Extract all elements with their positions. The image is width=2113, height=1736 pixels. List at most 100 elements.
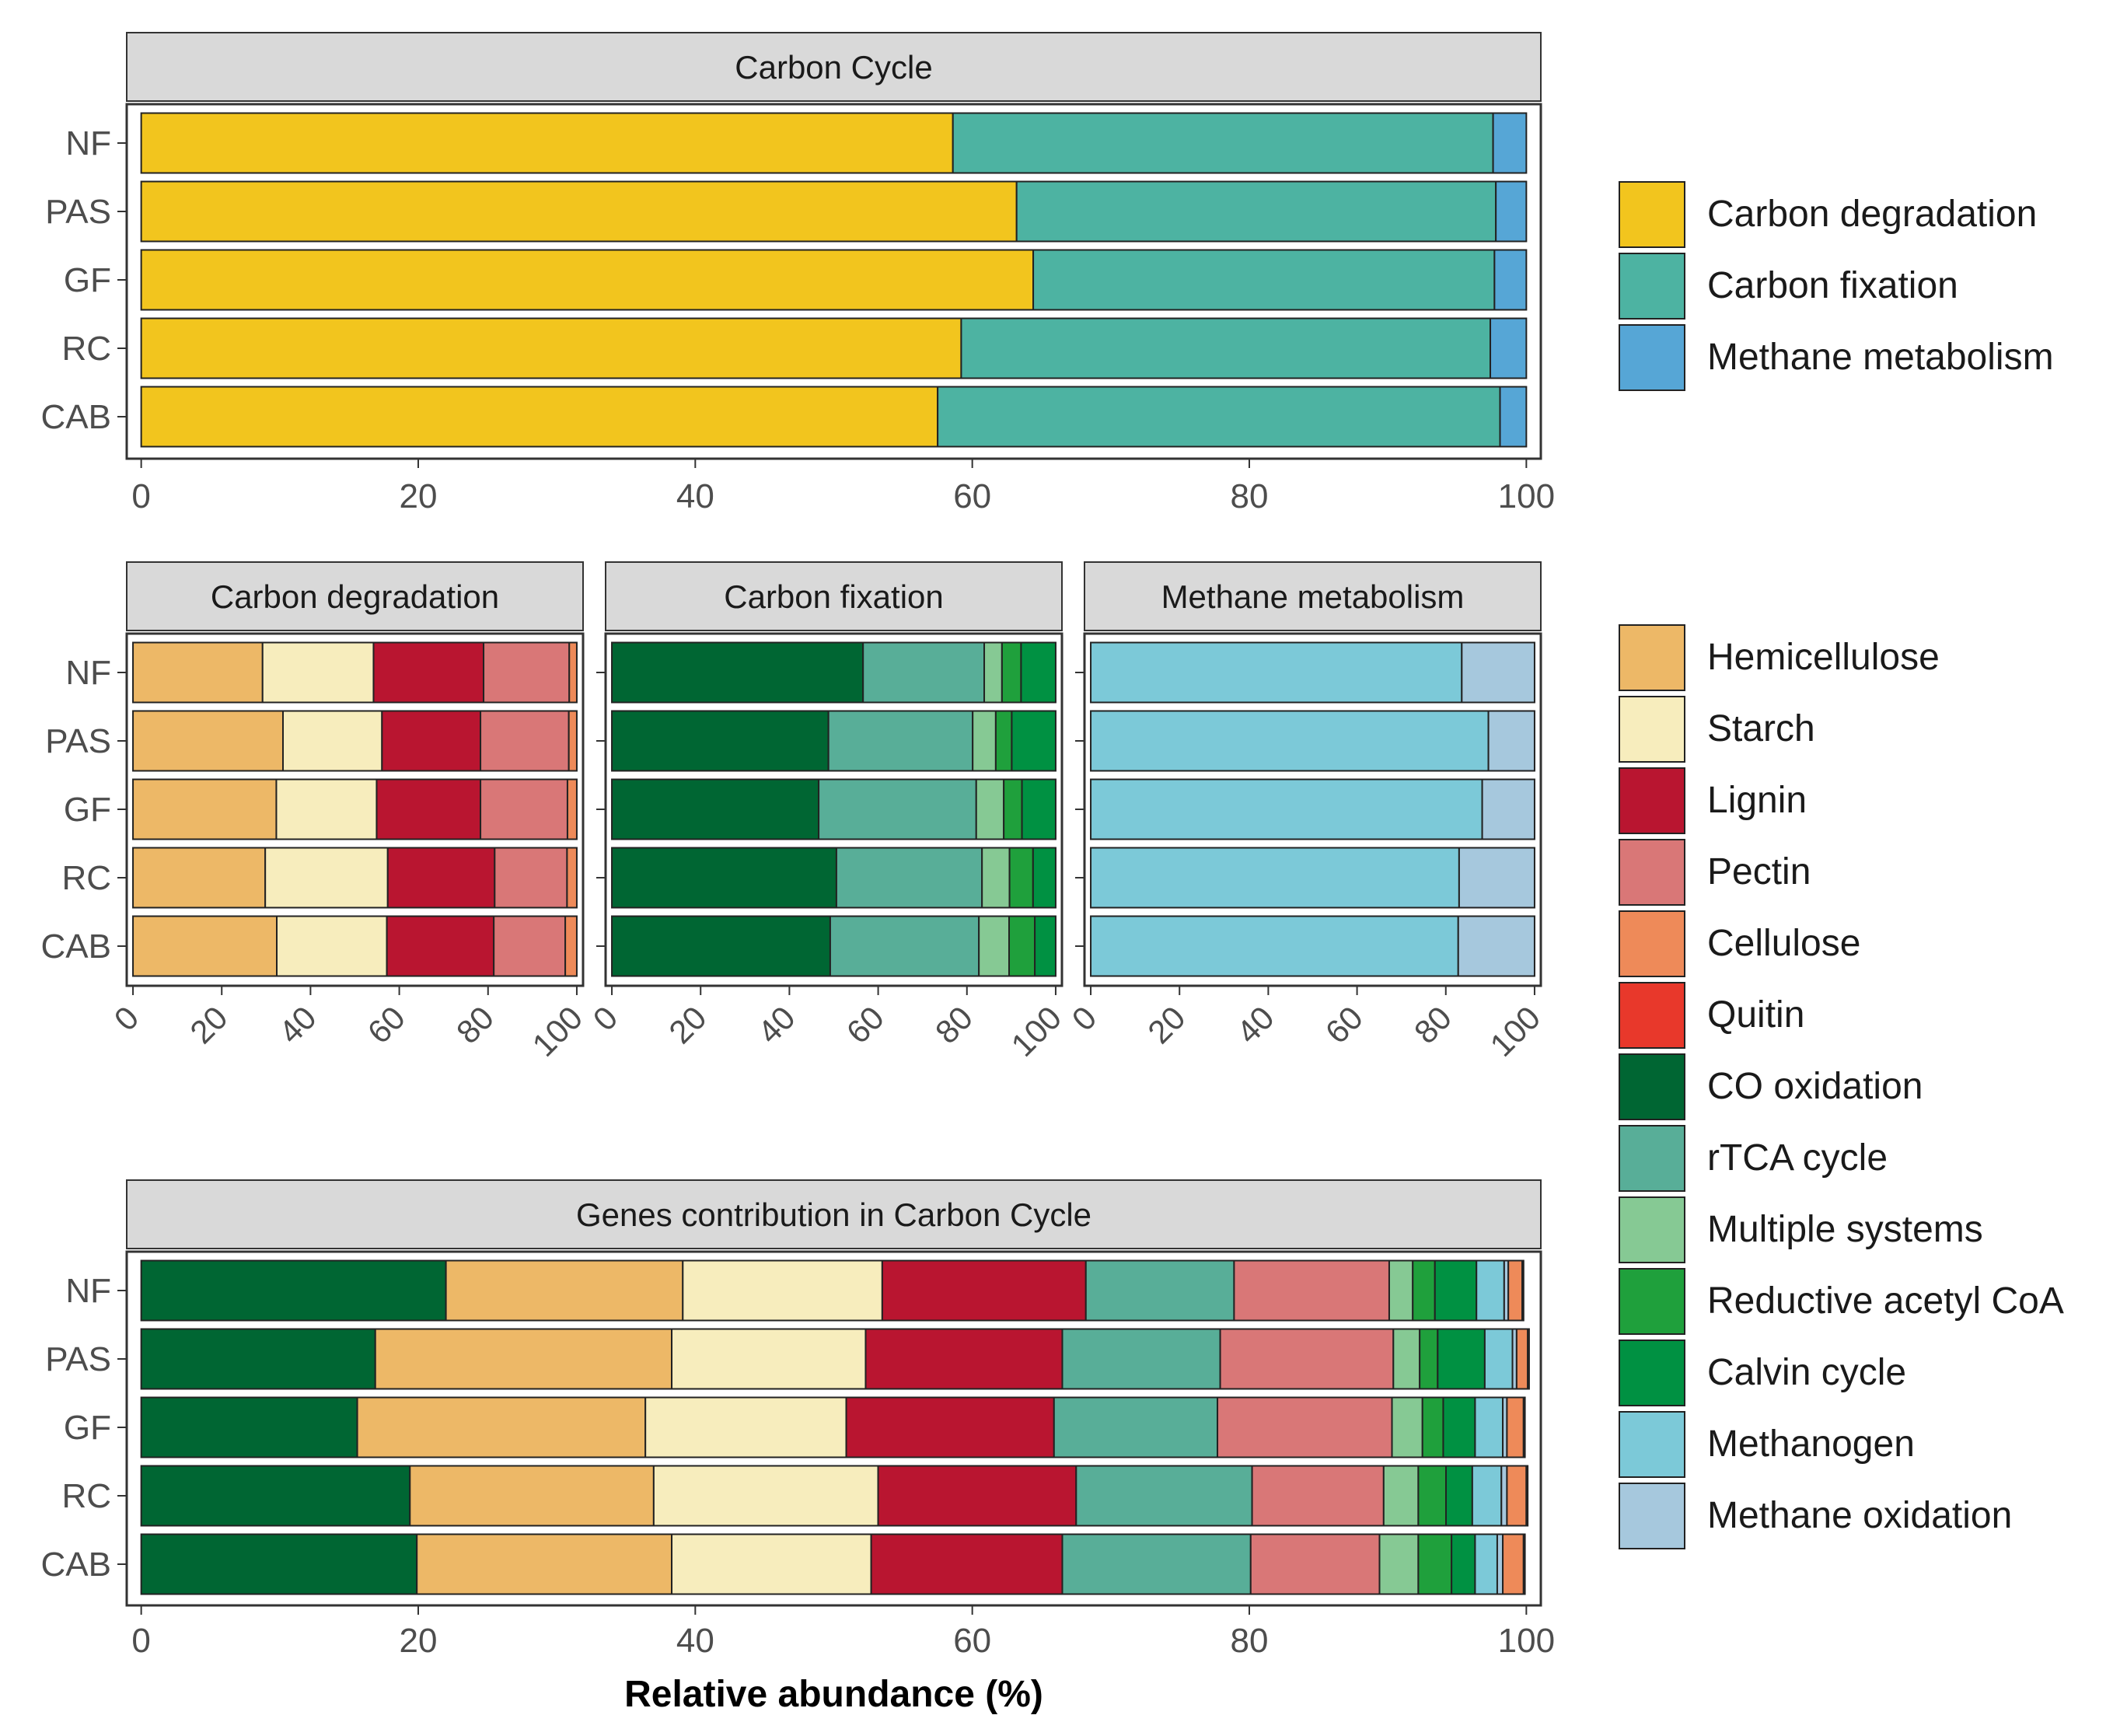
bar-nf-reductive-acetyl-coa [1001, 641, 1022, 704]
bar-rc-starch [264, 847, 389, 909]
bar-cab-cellulose [564, 915, 578, 977]
bar-rc-methanogen [1090, 847, 1460, 909]
y-tick-label: GF [64, 261, 111, 299]
bar-nf-hemicellulose [445, 1259, 684, 1322]
bar-gf-carbon-fixation [1032, 249, 1496, 311]
legend-label-cellulose: Cellulose [1707, 923, 1860, 964]
bar-pas-methane-metabolism [1495, 180, 1528, 243]
panel-genes: Genes contribution in Carbon CycleNFPASG… [41, 1179, 1555, 1715]
bar-gf-quitin [1522, 1396, 1526, 1458]
x-tick-label: 0 [131, 477, 150, 515]
bar-cab-hemicellulose [416, 1533, 673, 1595]
bar-pas-reductive-acetyl-coa [1419, 1328, 1439, 1390]
x-tick-label: 100 [1004, 999, 1069, 1064]
panel-title: Carbon Cycle [735, 49, 932, 86]
bar-gf-co-oxidation [611, 778, 820, 840]
bar-pas-rtca-cycle [1061, 1328, 1221, 1390]
x-tick-label: 60 [1318, 999, 1370, 1050]
bar-gf-hemicellulose [356, 1396, 647, 1458]
bar-pas-reductive-acetyl-coa [994, 710, 1013, 772]
bar-pas-starch [671, 1328, 867, 1390]
bar-pas-multiple-systems [972, 710, 997, 772]
legend-swatch-methanogen [1619, 1411, 1685, 1478]
bar-rc-cellulose [566, 847, 578, 909]
bar-rc-lignin [386, 847, 496, 909]
panel-title: Carbon degradation [211, 578, 499, 615]
legend-label-hemicellulose: Hemicellulose [1707, 637, 1940, 678]
bar-nf-calvin-cycle [1020, 641, 1056, 704]
bar-nf-rtca-cycle [1084, 1259, 1235, 1322]
bar-cab-multiple-systems [978, 915, 1011, 977]
bar-nf-rtca-cycle [862, 641, 986, 704]
bar-pas-carbon-fixation [1015, 180, 1497, 243]
bar-rc-lignin [877, 1465, 1077, 1527]
panel-header [126, 1179, 1542, 1249]
panel-header [126, 32, 1542, 102]
x-tick-label: 20 [1140, 999, 1192, 1050]
legend-label-co-oxidation: CO oxidation [1707, 1066, 1923, 1107]
panel-header [605, 561, 1063, 631]
bar-gf-pectin [1217, 1396, 1393, 1458]
x-tick-label: 100 [526, 999, 590, 1064]
legend-swatch-cellulose [1619, 910, 1685, 977]
bar-pas-rtca-cycle [827, 710, 974, 772]
bar-rc-rtca-cycle [835, 847, 983, 909]
bar-nf-cellulose [568, 641, 578, 704]
bar-nf-cellulose [1507, 1259, 1524, 1322]
bar-gf-multiple-systems [975, 778, 1005, 840]
bar-cab-starch [276, 915, 388, 977]
bar-cab-hemicellulose [132, 915, 278, 977]
bar-rc-reductive-acetyl-coa [1008, 847, 1034, 909]
bar-cab-carbon-fixation [937, 386, 1501, 448]
x-tick-label: 20 [662, 999, 713, 1050]
legend-label-calvin-cycle: Calvin cycle [1707, 1352, 1906, 1393]
bar-cab-pectin [1249, 1533, 1381, 1595]
bar-gf-cellulose [1506, 1396, 1525, 1458]
bar-gf-multiple-systems [1391, 1396, 1423, 1458]
bar-rc-cellulose [1506, 1465, 1528, 1527]
legend-swatch-reductive-acetyl-coa [1619, 1268, 1685, 1335]
bar-pas-methanogen [1483, 1328, 1514, 1390]
legend-swatch-rtca-cycle [1619, 1125, 1685, 1192]
bar-pas-lignin [864, 1328, 1063, 1390]
bar-gf-rtca-cycle [818, 778, 977, 840]
bar-cab-calvin-cycle [1451, 1533, 1476, 1595]
bar-rc-carbon-degradation [140, 317, 962, 379]
x-tick-label: 100 [1498, 1622, 1555, 1660]
bar-pas-calvin-cycle [1437, 1328, 1486, 1390]
legend-label-multiple-systems: Multiple systems [1707, 1209, 1983, 1250]
bar-gf-reductive-acetyl-coa [1003, 778, 1023, 840]
bar-nf-starch [261, 641, 375, 704]
x-tick-label: 80 [449, 999, 501, 1050]
bar-rc-carbon-fixation [960, 317, 1492, 379]
legend-swatch-multiple-systems [1619, 1196, 1685, 1263]
y-tick-label: NF [65, 654, 111, 692]
x-tick-label: 0 [586, 999, 625, 1038]
legend-swatch-starch [1619, 696, 1685, 763]
bar-nf-calvin-cycle [1434, 1259, 1478, 1322]
bar-cab-quitin [1522, 1533, 1526, 1595]
legend-swatch-methane-metabolism [1619, 324, 1685, 391]
y-tick-label: RC [61, 330, 111, 368]
y-tick-label: RC [61, 859, 111, 897]
y-tick-label: PAS [45, 1340, 111, 1378]
bar-rc-starch [652, 1465, 879, 1527]
legend-swatch-lignin [1619, 767, 1685, 834]
y-tick-label: PAS [45, 722, 111, 760]
bar-nf-methane-metabolism [1492, 112, 1528, 174]
bar-pas-co-oxidation [611, 710, 829, 772]
bar-nf-reductive-acetyl-coa [1412, 1259, 1436, 1322]
bar-cab-rtca-cycle [829, 915, 980, 977]
x-tick-label: 40 [272, 999, 323, 1050]
x-tick-label: 80 [1231, 1622, 1269, 1660]
bar-pas-pectin [1219, 1328, 1395, 1390]
y-tick-label: RC [61, 1477, 111, 1515]
bar-pas-co-oxidation [140, 1328, 376, 1390]
bar-pas-quitin [1527, 1328, 1530, 1390]
legend-swatch-carbon-degradation [1619, 181, 1685, 248]
legend-label-pectin: Pectin [1707, 851, 1811, 892]
bar-pas-hemicellulose [374, 1328, 673, 1390]
panel-title: Genes contribution in Carbon Cycle [576, 1196, 1091, 1233]
